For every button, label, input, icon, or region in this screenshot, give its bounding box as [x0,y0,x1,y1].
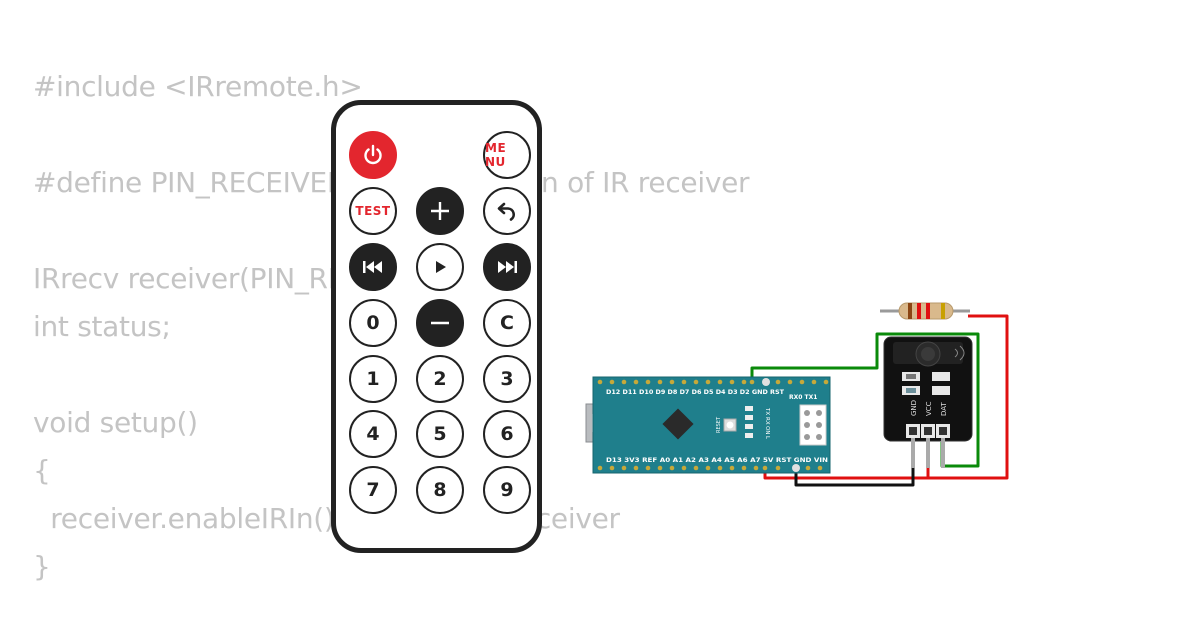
ir-receiver-module[interactable]: GND VCC DAT [883,336,973,468]
code-line-include: #include <IRremote.h> [33,70,363,103]
reset-label: RESET [716,416,722,433]
rewind-icon [363,261,382,273]
microcontroller-chip [662,408,694,440]
top-pin-labels: D12 D11 D10 D9 D8 D7 D6 D5 D4 D3 D2 GND … [606,389,785,396]
code-line-open-brace: { [33,454,51,487]
digit-8-button[interactable]: 8 [416,466,464,514]
minus-button[interactable] [416,299,464,347]
code-line-status: int status; [33,310,171,343]
status-leds [745,406,753,438]
top-header-pins [597,378,829,386]
resistor[interactable] [880,302,970,320]
module-pin-label-vcc: VCC [925,401,933,416]
minus-icon [431,321,449,325]
code-line-close-brace: } [33,550,51,583]
power-button[interactable] [349,131,397,179]
digit-2-button[interactable]: 2 [416,355,464,403]
serial-pin-labels: RX0 TX1 [789,394,817,401]
bottom-header-pins [597,464,823,472]
led-label-l: L [764,436,770,440]
led-label-tx: TX [764,407,770,415]
bottom-pin-labels: D13 3V3 REF A0 A1 A2 A3 A4 A5 A6 A7 5V R… [606,457,828,464]
digit-9-button[interactable]: 9 [483,466,531,514]
fast-forward-icon [498,261,517,273]
arduino-nano[interactable]: D12 D11 D10 D9 D8 D7 D6 D5 D4 D3 D2 GND … [585,376,831,474]
digit-6-button[interactable]: 6 [483,410,531,458]
digit-0-button[interactable]: 0 [349,299,397,347]
module-pin-label-dat: DAT [940,401,948,416]
digit-4-button[interactable]: 4 [349,410,397,458]
back-button[interactable] [483,187,531,235]
digit-7-button[interactable]: 7 [349,466,397,514]
module-pin-label-gnd: GND [910,400,918,416]
rewind-button[interactable] [349,243,397,291]
icsp-header [799,404,827,446]
ir-remote: ME NU TEST 0 [331,100,542,553]
play-icon [436,261,446,273]
power-icon [364,144,382,165]
led-label-rx: RX [764,417,770,425]
test-button[interactable]: TEST [349,187,397,235]
reset-button[interactable] [723,418,737,432]
back-arrow-icon [497,202,515,221]
plus-icon [431,202,449,220]
fast-forward-button[interactable] [483,243,531,291]
plus-button[interactable] [416,187,464,235]
led-label-on: ON [764,426,770,434]
digit-5-button[interactable]: 5 [416,410,464,458]
code-line-setup: void setup() [33,406,198,439]
play-button[interactable] [416,243,464,291]
clear-button[interactable]: C [483,299,531,347]
signal-wire[interactable] [750,332,980,468]
menu-button[interactable]: ME NU [483,131,531,179]
digit-3-button[interactable]: 3 [483,355,531,403]
digit-1-button[interactable]: 1 [349,355,397,403]
